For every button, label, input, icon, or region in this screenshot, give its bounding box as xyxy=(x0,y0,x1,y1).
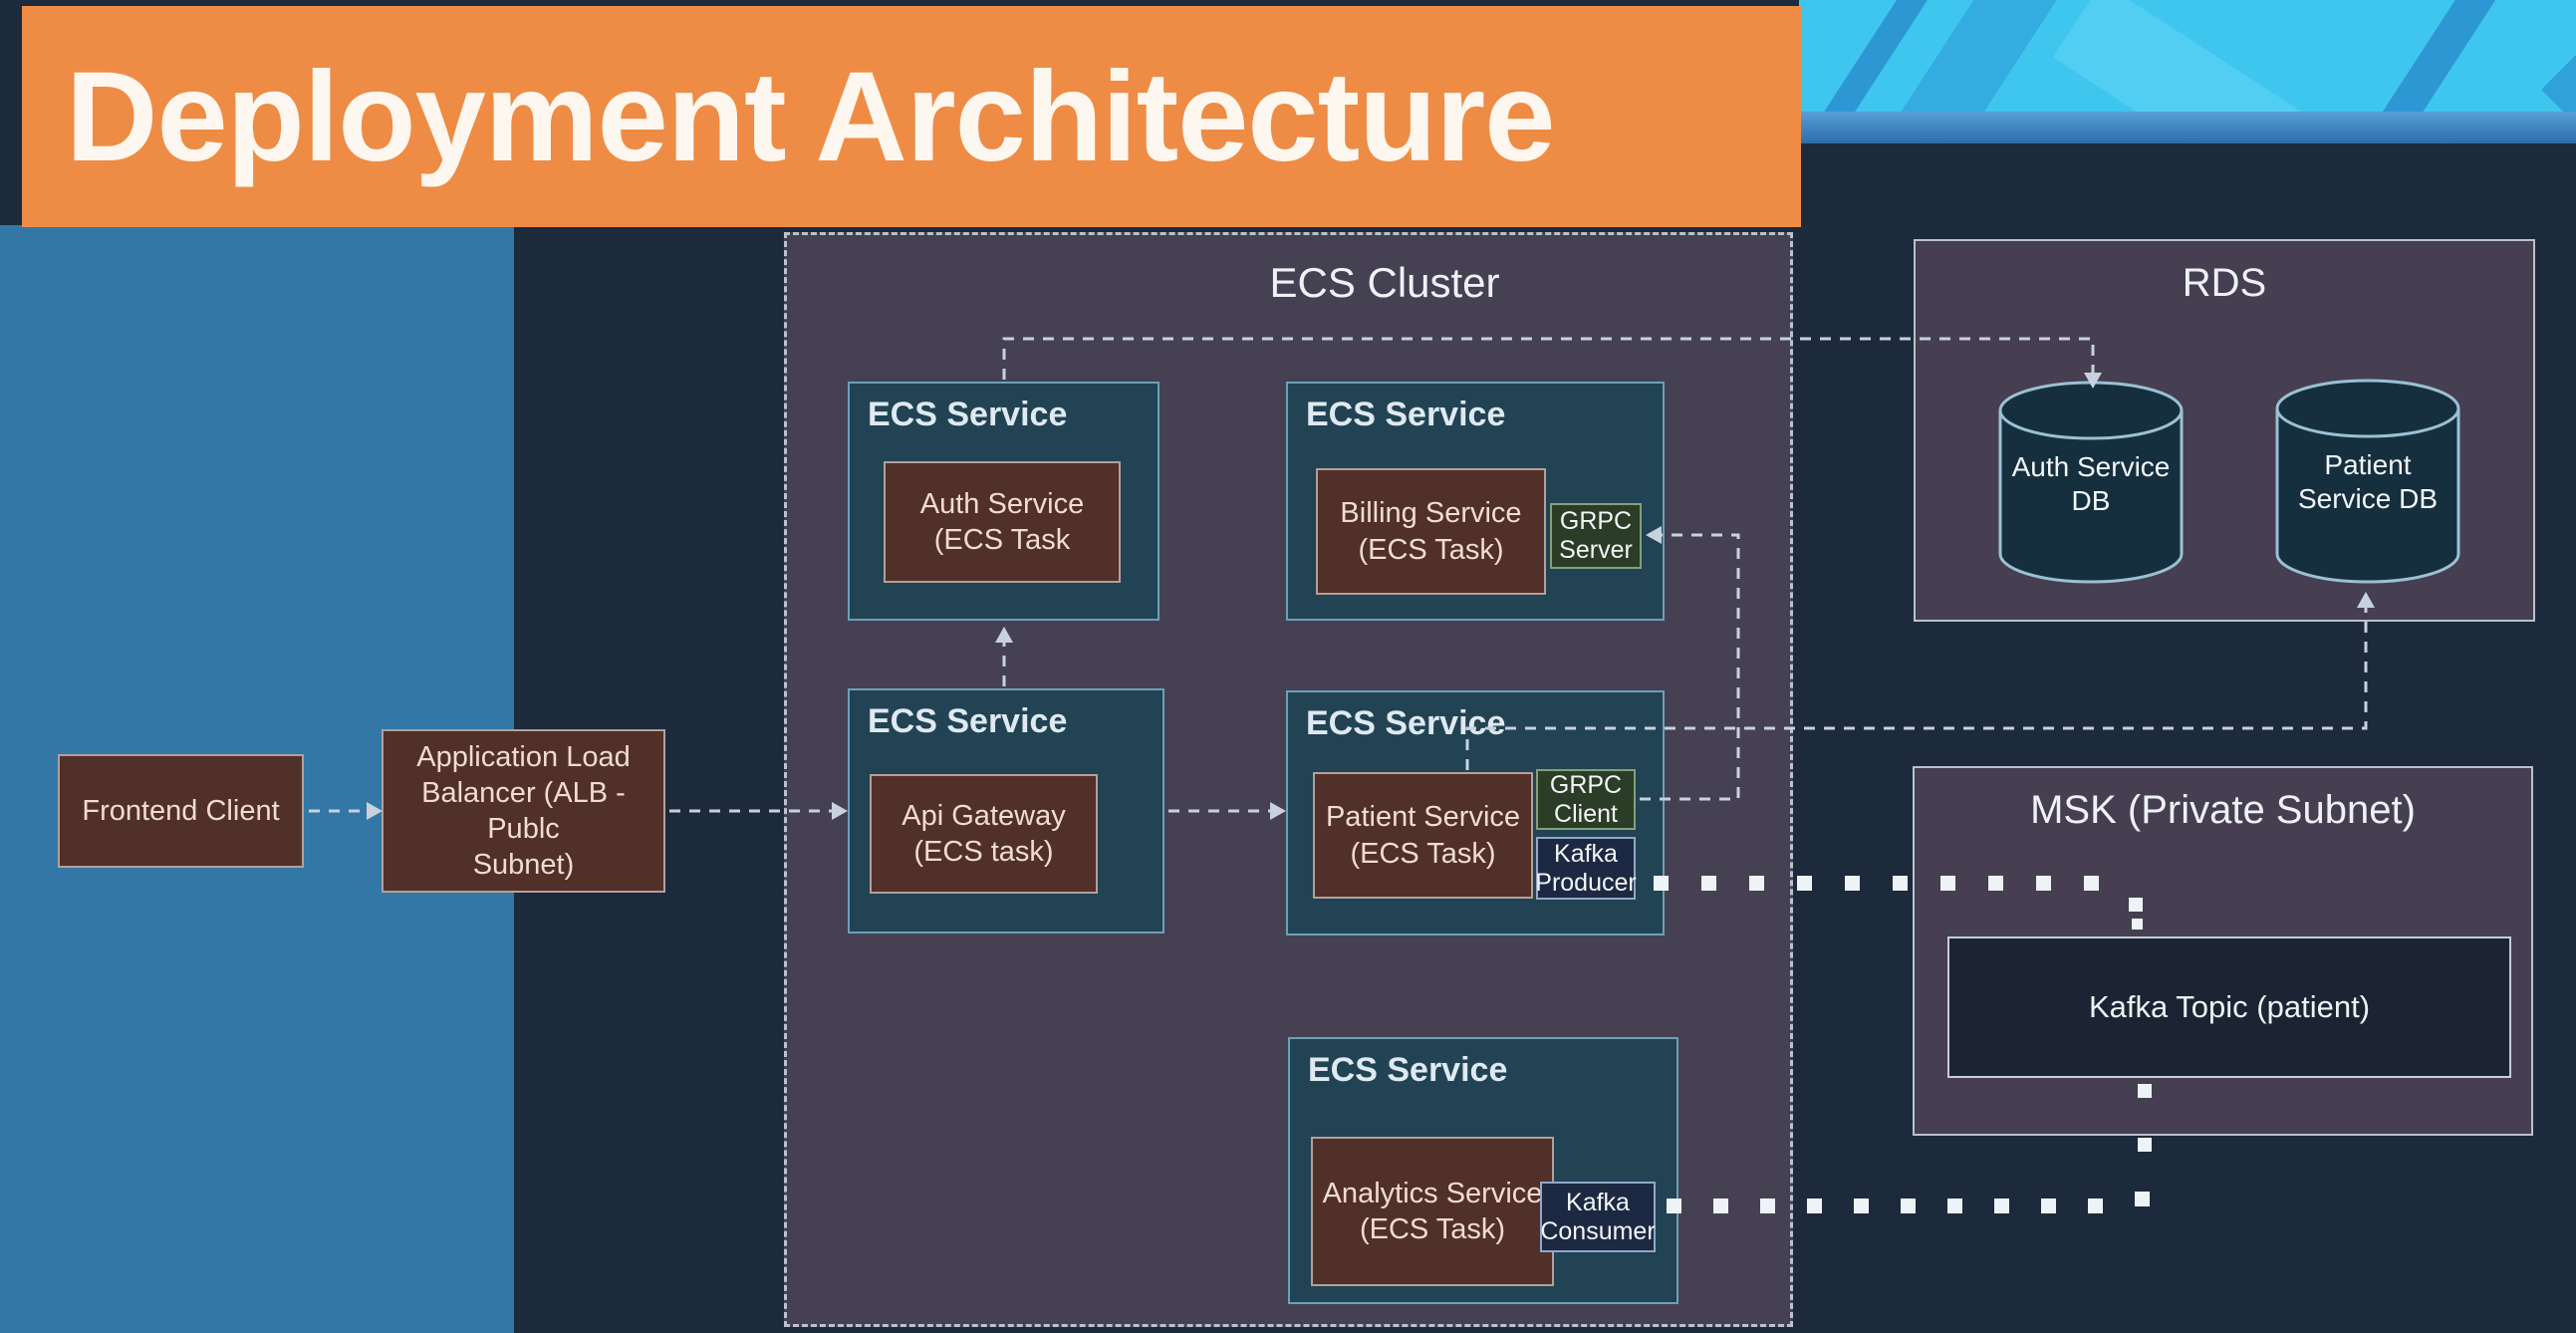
analytics-service-task-box: Analytics Service (ECS Task) xyxy=(1311,1137,1554,1286)
title-banner: Deployment Architecture xyxy=(22,6,1801,227)
ecs-service-label: ECS Service xyxy=(1306,396,1506,433)
top-right-wave-graphic xyxy=(1799,0,2576,114)
kafka-producer-dotted-line xyxy=(1654,876,2143,930)
arrowhead-into-grpc-server xyxy=(1646,526,1662,544)
api-gateway-task-box: Api Gateway (ECS task) xyxy=(870,774,1098,894)
kafka-consumer-box: Kafka Consumer xyxy=(1540,1182,1656,1252)
auth-db-cylinder-icon xyxy=(1998,381,2184,584)
connector-grpc-client-to-server xyxy=(1640,533,1740,801)
kafka-consumer-dotted-line xyxy=(1667,1084,2152,1213)
arrowhead-into-patient-db xyxy=(2357,592,2375,608)
ecs-service-label: ECS Service xyxy=(1306,704,1506,742)
patient-service-task-box: Patient Service (ECS Task) xyxy=(1313,772,1533,899)
billing-service-task-box: Billing Service (ECS Task) xyxy=(1316,468,1546,595)
auth-db-label: Auth Service DB xyxy=(2011,451,2171,516)
arrowhead-into-auth-db xyxy=(2084,373,2102,389)
page-title: Deployment Architecture xyxy=(66,45,1555,188)
alb-box: Application Load Balancer (ALB - Publc S… xyxy=(382,729,665,893)
kafka-topic-box: Kafka Topic (patient) xyxy=(1947,936,2511,1078)
arrowhead-into-patient xyxy=(1270,802,1286,820)
frontend-client-box: Frontend Client xyxy=(58,754,304,868)
grpc-client-box: GRPC Client xyxy=(1536,769,1636,830)
kafka-producer-box: Kafka Producer xyxy=(1535,837,1637,900)
patient-db-label: Patient Service DB xyxy=(2297,449,2439,514)
top-right-blue-band xyxy=(1799,112,2576,143)
msk-title: MSK (Private Subnet) xyxy=(2030,788,2416,832)
connector-auth-to-auth-db xyxy=(1002,337,2095,380)
auth-service-task-box: Auth Service (ECS Task xyxy=(884,461,1121,583)
rds-title: RDS xyxy=(2182,261,2267,305)
ecs-service-label: ECS Service xyxy=(868,396,1068,433)
arrowhead-into-alb xyxy=(367,802,383,820)
connector-patient-to-patient-db xyxy=(1465,604,2368,770)
arrowhead-into-auth xyxy=(995,627,1013,643)
grpc-server-box: GRPC Server xyxy=(1550,503,1642,569)
ecs-service-label: ECS Service xyxy=(1308,1051,1508,1089)
ecs-cluster-title: ECS Cluster xyxy=(1269,259,1500,306)
arrowhead-into-gateway xyxy=(832,802,848,820)
patient-db-cylinder-icon xyxy=(2275,379,2460,584)
ecs-service-label: ECS Service xyxy=(868,702,1068,740)
